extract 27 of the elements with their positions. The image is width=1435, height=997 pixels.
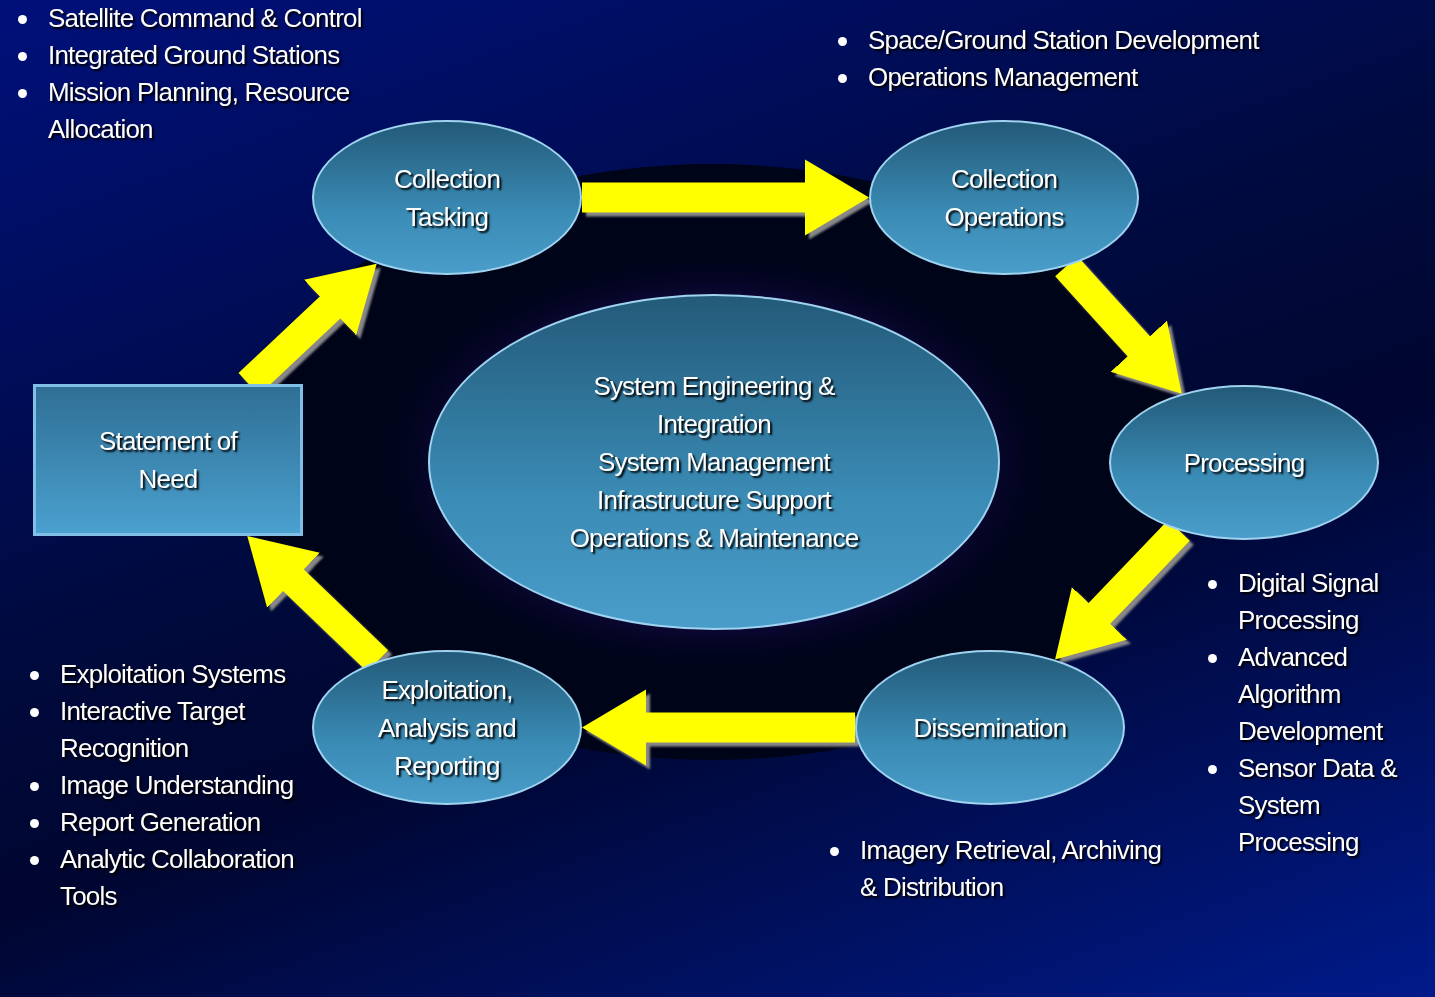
node-label: Dissemination	[913, 711, 1067, 745]
bullet-item: Satellite Command & Control	[10, 0, 440, 37]
bullet-item: Exploitation Systems	[22, 656, 297, 693]
bullet-item: Report Generation	[22, 804, 297, 841]
node-label: Collection Tasking	[392, 162, 502, 234]
bullet-item: Sensor Data & System Processing	[1200, 750, 1432, 861]
node-label: Processing	[1183, 446, 1305, 480]
bullet-item: Interactive Target Recognition	[22, 693, 297, 767]
bullet-item: Analytic Collaboration Tools	[22, 841, 297, 915]
block-arrow	[582, 689, 855, 766]
bullet-item: Image Understanding	[22, 767, 297, 804]
bullet-item: Integrated Ground Stations	[10, 37, 440, 74]
bullet-item: Imagery Retrieval, Archiving & Distribution	[822, 832, 1172, 906]
bullet-item: Mission Planning, Resource Allocation	[10, 74, 440, 148]
node-label: Operations & Maintenance	[569, 522, 859, 555]
bullet-item: Advanced Algorithm Development	[1200, 639, 1432, 750]
bullet-item: Space/Ground Station Development	[830, 22, 1370, 59]
block-arrow	[582, 159, 869, 236]
node-label: Statement of Need	[98, 425, 239, 496]
node-label: System Engineering & Integration	[592, 370, 836, 441]
node-label: Infrastructure Support	[597, 484, 831, 517]
node-label: System Management	[597, 446, 831, 479]
bullet-item: Digital Signal Processing	[1200, 565, 1432, 639]
bullet-item: Operations Management	[830, 59, 1370, 96]
node-label: Collection Operations	[943, 162, 1065, 234]
node-label: Exploitation, Analysis and Reporting	[377, 673, 517, 783]
process-box	[33, 384, 303, 536]
